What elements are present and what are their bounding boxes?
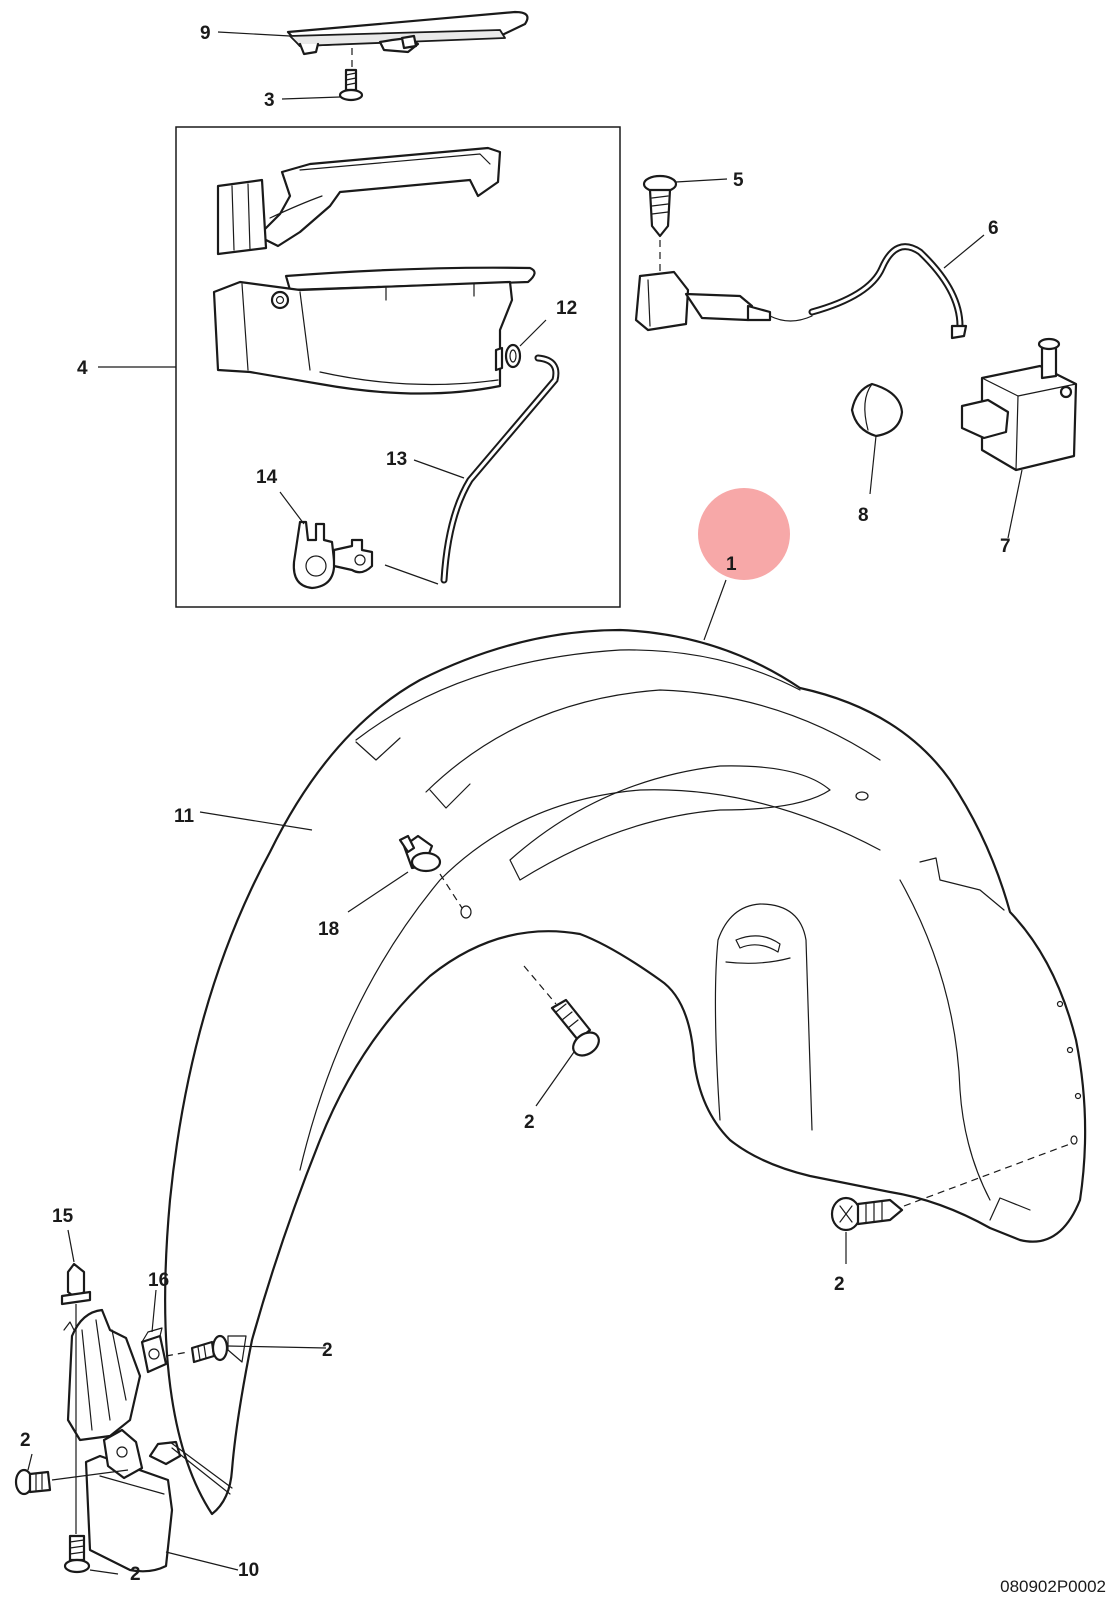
callout-1: 1	[726, 554, 737, 575]
part-12-grommet[interactable]	[504, 343, 522, 369]
part-7-module[interactable]	[960, 337, 1078, 472]
callout-2-centre: 2	[524, 1112, 535, 1133]
part-14-hose-clip[interactable]	[292, 520, 374, 590]
callout-6: 6	[988, 218, 999, 239]
callout-7: 7	[1000, 536, 1011, 557]
callout-5: 5	[733, 170, 744, 191]
leader-lines	[27, 31, 1023, 1575]
part-2-screw-centre[interactable]	[550, 998, 603, 1060]
callout-15: 15	[52, 1206, 74, 1227]
callout-2-bottom: 2	[130, 1564, 141, 1585]
part-15-push-clip[interactable]	[60, 1262, 92, 1306]
part-18-push-rivet[interactable]	[398, 834, 442, 873]
part-2-lower-mid-fixing-axis	[165, 1351, 189, 1357]
part-10-mud-flap[interactable]	[63, 1308, 233, 1573]
part-2-right-fixing-axis	[903, 1143, 1071, 1207]
part-2-screw-bottom[interactable]	[63, 1534, 91, 1574]
callout-10: 10	[238, 1560, 259, 1581]
part-1-wheel-arch-liner[interactable]	[164, 628, 1087, 1516]
part-2-centre-fixing-axis	[523, 965, 557, 1005]
callout-4: 4	[77, 358, 88, 379]
part-3-screw[interactable]	[338, 68, 364, 102]
callout-9: 9	[200, 23, 211, 44]
part-4-bracket-upper[interactable]	[216, 146, 502, 256]
callout-2-lower-mid: 2	[322, 1340, 333, 1361]
part-14-leader-hose	[384, 564, 439, 585]
callout-8: 8	[858, 505, 869, 526]
part-5-screw[interactable]	[642, 174, 678, 238]
callout-2-lower-left: 2	[20, 1430, 31, 1451]
part-2-screw-right[interactable]	[830, 1196, 904, 1232]
callout-2-right: 2	[834, 1274, 845, 1295]
part-13-washer-hose[interactable]	[440, 354, 560, 584]
part-2-screw-lower-left[interactable]	[14, 1468, 52, 1496]
part-16-clip-nut[interactable]	[140, 1327, 168, 1374]
highlight-marker	[698, 488, 790, 580]
part-18-fixing-axis	[439, 873, 463, 909]
part-2-lower-left-axis	[51, 1469, 129, 1481]
callout-12: 12	[556, 298, 577, 319]
callout-3: 3	[264, 90, 275, 111]
part-8-plug[interactable]	[850, 382, 904, 438]
callout-16: 16	[148, 1270, 169, 1291]
callout-18: 18	[318, 919, 339, 940]
part-4-reservoir-tray[interactable]	[212, 266, 536, 395]
callout-labels: 9 3 4 5 6 12 13 14 8 7 1 11 18 2 2 15 16…	[20, 23, 1011, 1585]
callout-14: 14	[256, 467, 278, 488]
callout-11: 11	[174, 806, 195, 827]
part-6-washer-pump[interactable]	[634, 243, 968, 340]
part-9-trim-strip[interactable]	[286, 10, 529, 56]
reference-code: 080902P0002	[1000, 1577, 1106, 1596]
part-2-screw-lower-mid[interactable]	[190, 1334, 229, 1364]
callout-13: 13	[386, 449, 407, 470]
